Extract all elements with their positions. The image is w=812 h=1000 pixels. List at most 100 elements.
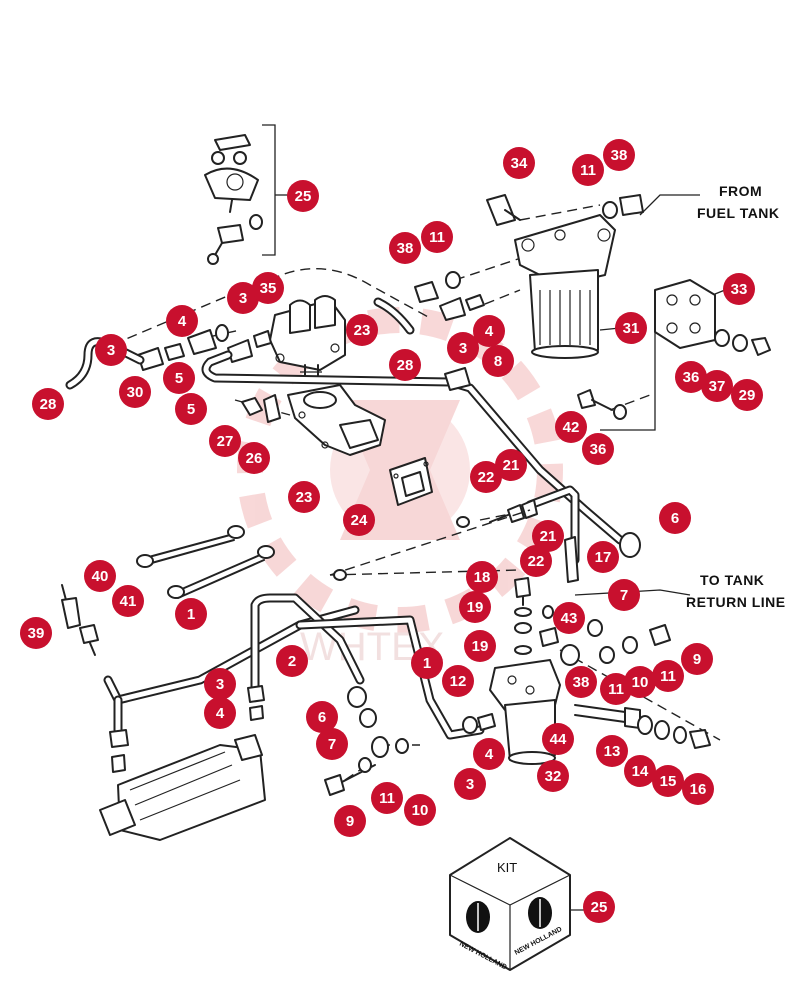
fittings-pipe-2: [109, 685, 377, 773]
callout-label: 5: [187, 401, 195, 418]
callout-29: 29: [731, 379, 763, 411]
bolt-9-lower: [324, 736, 409, 796]
callout-circle: [600, 673, 632, 705]
callout-circle: [723, 273, 755, 305]
callout-18: 18: [466, 561, 498, 593]
callout-label: 44: [550, 731, 567, 748]
callout-circle: [343, 504, 375, 536]
callout-circle: [555, 411, 587, 443]
callout-label: 7: [328, 736, 336, 753]
callout-43: 43: [553, 602, 585, 634]
callout-label: 3: [239, 290, 247, 307]
callout-label: 11: [608, 681, 624, 698]
callout-4: 4: [204, 697, 236, 729]
callout-circle: [608, 579, 640, 611]
callout-circle: [615, 312, 647, 344]
callout-42: 42: [555, 411, 587, 443]
callout-circle: [624, 755, 656, 787]
callout-label: 33: [731, 281, 748, 298]
callout-circle: [276, 645, 308, 677]
callout-circle: [596, 735, 628, 767]
linkages: [136, 525, 275, 599]
callout-circle: [624, 666, 656, 698]
callout-label: 11: [429, 229, 445, 246]
pipe-1-right: [295, 615, 485, 740]
callout-23: 23: [346, 314, 378, 346]
mounting-bracket: [654, 279, 716, 349]
callout-circle: [20, 617, 52, 649]
callout-label: 38: [397, 240, 414, 257]
callout-1: 1: [175, 598, 207, 630]
callout-label: 17: [595, 549, 612, 566]
callout-11: 11: [371, 782, 403, 814]
callout-label: 36: [683, 369, 700, 386]
callout-36: 36: [582, 433, 614, 465]
callout-label: 11: [379, 790, 395, 807]
callout-circle: [227, 282, 259, 314]
callout-label: 19: [467, 599, 484, 616]
kit-box: KIT NEW HOLLAND NEW HOLLAND: [449, 837, 571, 971]
callout-circle: [675, 361, 707, 393]
callout-circle: [582, 433, 614, 465]
fittings-left: [137, 324, 272, 371]
callout-circle: [95, 334, 127, 366]
callout-label: 21: [503, 457, 520, 474]
callout-circle: [603, 139, 635, 171]
callout-label: 3: [459, 340, 467, 357]
callout-3: 3: [95, 334, 127, 366]
callout-label: 25: [591, 899, 608, 916]
callout-circle: [473, 315, 505, 347]
callout-37: 37: [701, 370, 733, 402]
callout-4: 4: [473, 315, 505, 347]
callout-label: 3: [216, 676, 224, 693]
callout-circle: [503, 147, 535, 179]
callout-label: 15: [660, 773, 677, 790]
callout-label: 28: [40, 396, 57, 413]
callout-38: 38: [565, 666, 597, 698]
callout-label: 41: [120, 593, 137, 610]
callout-label: 10: [412, 802, 429, 819]
callout-10: 10: [404, 794, 436, 826]
callout-circle: [112, 585, 144, 617]
new-holland-leaf-icon: [466, 897, 552, 933]
callout-label: 35: [260, 280, 277, 297]
callout-circle: [681, 643, 713, 675]
banjo-bolt-left: [414, 271, 485, 321]
callout-circle: [163, 362, 195, 394]
callout-3: 3: [227, 282, 259, 314]
pipe-28-short: [373, 297, 415, 335]
pipe-5-middle: [489, 485, 580, 583]
callout-6: 6: [659, 502, 691, 534]
callout-circle: [731, 379, 763, 411]
from-fuel-tank-line1: FROM: [719, 183, 762, 199]
callout-circle: [287, 180, 319, 212]
callout-label: 18: [474, 569, 491, 586]
callout-circle: [421, 221, 453, 253]
callout-label: 3: [107, 342, 115, 359]
callout-14: 14: [624, 755, 656, 787]
callout-label: 8: [494, 353, 502, 370]
callout-21: 21: [532, 520, 564, 552]
callout-circle: [166, 305, 198, 337]
to-tank-return-line1: TO TANK: [700, 572, 764, 588]
callout-34: 34: [503, 147, 535, 179]
banjo-bolt-upper: [602, 194, 644, 219]
callout-label: 6: [671, 510, 679, 527]
callout-38: 38: [389, 232, 421, 264]
callout-circle: [464, 630, 496, 662]
callout-22: 22: [520, 545, 552, 577]
callout-circle: [553, 602, 585, 634]
callout-circle: [565, 666, 597, 698]
lift-pump-base: [287, 384, 386, 456]
callout-label: 26: [246, 450, 263, 467]
callout-circle: [252, 272, 284, 304]
callout-13: 13: [596, 735, 628, 767]
callout-circle: [84, 560, 116, 592]
callout-22: 22: [470, 461, 502, 493]
callout-2: 2: [276, 645, 308, 677]
fittings-filter-inlet: [462, 713, 496, 734]
callout-kit: 25: [583, 891, 615, 923]
callout-31: 31: [615, 312, 647, 344]
callout-circle: [682, 773, 714, 805]
